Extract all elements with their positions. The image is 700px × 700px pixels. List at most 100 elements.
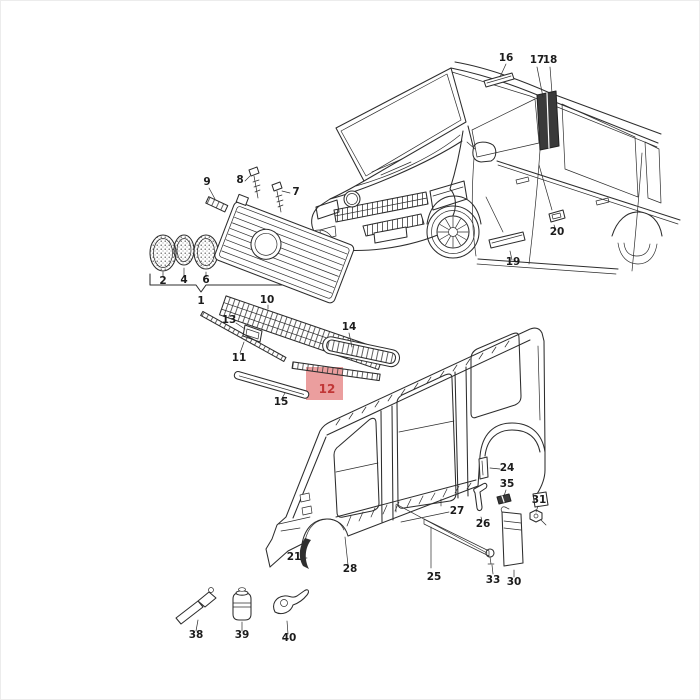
- front-door-glass: [471, 98, 540, 158]
- grille-exploded-view: [149, 166, 401, 400]
- part-21-arch-trim: [299, 538, 311, 569]
- plate-recess: [373, 226, 408, 244]
- part-label-2[interactable]: 2: [159, 275, 166, 287]
- rear-arch-inner: [484, 429, 541, 457]
- part-label-12-selected[interactable]: 12: [319, 382, 336, 396]
- part-20-clip-inner: [551, 212, 562, 220]
- windshield: [335, 67, 467, 182]
- part-label-35[interactable]: 35: [500, 478, 515, 490]
- sliding-door-window-line: [398, 420, 455, 433]
- door-handle-rear: [595, 197, 610, 206]
- front-wheel-rim: [436, 215, 470, 249]
- part-label-11[interactable]: 11: [232, 352, 247, 364]
- hood-front-edge: [329, 140, 463, 200]
- front-van-illustration: [303, 61, 681, 275]
- part-33-clip: [485, 548, 495, 565]
- part-19-door-trim: [488, 231, 526, 249]
- part-label-16[interactable]: 16: [499, 52, 514, 64]
- body-side-panel-illustration: [265, 327, 549, 569]
- sliding-door-glass: [561, 103, 639, 198]
- part-label-20[interactable]: 20: [550, 226, 565, 238]
- part-30-mud-flap: [500, 506, 524, 567]
- a-pillar-inner: [292, 436, 327, 519]
- vw-badge-inner: [346, 193, 358, 205]
- part-label-17[interactable]: 17: [530, 54, 545, 66]
- part-label-24[interactable]: 24: [500, 462, 515, 474]
- part-20-clip: [548, 209, 566, 223]
- part-label-10[interactable]: 10: [260, 294, 275, 306]
- front-door-opening: [333, 417, 380, 518]
- part-label-26[interactable]: 26: [476, 518, 491, 530]
- hood-crease: [355, 134, 461, 187]
- part-label-14[interactable]: 14: [342, 321, 357, 333]
- mirror-arm: [466, 141, 476, 150]
- headlight-right-inner: [432, 186, 464, 197]
- part-label-39[interactable]: 39: [235, 629, 250, 641]
- part-label-40[interactable]: 40: [282, 632, 297, 644]
- part-label-4[interactable]: 4: [180, 274, 187, 286]
- part-4-emblem: [173, 234, 195, 266]
- part-label-18[interactable]: 18: [543, 54, 558, 66]
- part-label-1[interactable]: 1: [197, 295, 204, 307]
- rear-wheel-partial: [617, 242, 658, 265]
- rocker-line: [477, 258, 619, 270]
- part-label-13[interactable]: 13: [222, 314, 237, 326]
- part-25-sill-strip: [423, 518, 490, 557]
- part-16-roof-trim-inner: [486, 75, 512, 84]
- part-15-trim-strip: [233, 370, 310, 399]
- part-label-33[interactable]: 33: [486, 574, 501, 586]
- part-label-7[interactable]: 7: [292, 186, 299, 198]
- part-6-emblem: [193, 234, 219, 270]
- part-label-28[interactable]: 28: [343, 563, 358, 575]
- cowl-left: [329, 180, 365, 200]
- sill-inner-line: [335, 479, 477, 518]
- part-label-6[interactable]: 6: [202, 274, 209, 286]
- part-11-trim-strip: [200, 310, 287, 362]
- part-39-canister: [232, 587, 252, 621]
- part-label-38[interactable]: 38: [189, 629, 204, 641]
- part-label-31[interactable]: 31: [532, 494, 547, 506]
- part-9-bracket: [205, 196, 229, 213]
- part-40-retainer: [273, 589, 309, 615]
- windshield-inner: [340, 73, 462, 177]
- c-pillar-lines: [454, 366, 469, 499]
- rear-seam: [537, 345, 541, 421]
- roof-hatch-ticks: [335, 340, 510, 426]
- part-label-9[interactable]: 9: [203, 176, 210, 188]
- quarter-glass: [644, 141, 662, 204]
- sill-hatch-ticks: [346, 482, 472, 527]
- part-14-bumper-trim: [322, 336, 401, 368]
- front-door-window-line: [335, 462, 379, 473]
- door-hinge-upper: [299, 492, 311, 503]
- part-label-30[interactable]: 30: [507, 576, 522, 588]
- part-callouts: 1 2 4 6 7 8 9 10 11 12 13 14 15 16 17 18…: [159, 52, 564, 644]
- part-31-screw: [529, 509, 547, 526]
- roof-inner-line: [326, 339, 531, 436]
- part-label-27[interactable]: 27: [450, 505, 465, 517]
- part-7-screw: [271, 181, 284, 213]
- part-19-door-trim-inner: [491, 234, 523, 244]
- part-label-21[interactable]: 21: [287, 551, 302, 563]
- part-13-emblem-holder: [242, 324, 263, 343]
- part-label-15[interactable]: 15: [274, 396, 289, 408]
- part-label-8[interactable]: 8: [236, 174, 243, 186]
- part-12-trim-strip: [291, 361, 381, 382]
- part-35-clip: [496, 493, 512, 505]
- headlight-left: [315, 199, 340, 220]
- sliding-door-opening: [396, 373, 457, 509]
- part-label-25[interactable]: 25: [427, 571, 442, 583]
- front-wheel-spokes: [437, 216, 469, 248]
- sliding-door-seam: [631, 152, 643, 272]
- part-1-grille: [214, 193, 355, 304]
- part-16-roof-trim: [483, 72, 515, 88]
- part-26-hook-bracket: [473, 482, 488, 512]
- front-wheel-tire: [426, 205, 480, 259]
- rear-wheel-arch: [611, 211, 663, 237]
- fender-right: [449, 130, 464, 190]
- part-label-19[interactable]: 19: [506, 256, 521, 268]
- van-grille-mid: [334, 197, 428, 217]
- leader-lines: [162, 63, 557, 635]
- consumable-parts: [175, 587, 309, 625]
- side-panel-outline: [265, 327, 546, 568]
- door-handle-front: [515, 176, 530, 185]
